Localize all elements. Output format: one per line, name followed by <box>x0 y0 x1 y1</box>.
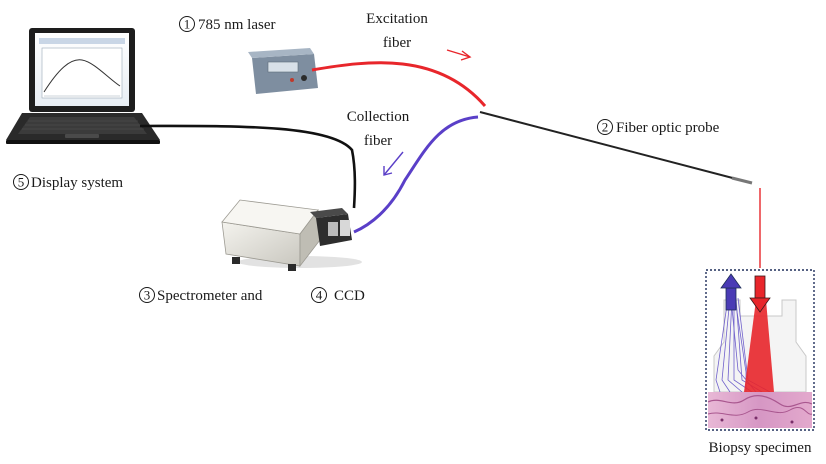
number-badge-2 <box>597 119 613 135</box>
collection-fiber <box>353 115 479 234</box>
ccd-name: CCD <box>334 288 365 304</box>
biopsy-specimen-label: Biopsy specimen <box>709 440 812 456</box>
number-5: 5 <box>18 175 25 190</box>
number-badge-4 <box>311 287 327 303</box>
collection-up-arrow-icon <box>720 273 742 311</box>
spectrometer-ccd-label: 3 Spectrometer and 4 CCD <box>139 287 365 304</box>
display-label: 5 Display system <box>13 174 123 191</box>
number-2: 2 <box>602 120 609 135</box>
laser-unit-icon <box>248 48 318 94</box>
display-name: Display system <box>31 175 123 191</box>
excitation-fiber-label-line2: fiber <box>383 35 411 51</box>
excitation-arrow-icon <box>446 49 472 61</box>
number-3: 3 <box>144 288 151 303</box>
collection-arrow-icon <box>383 151 404 176</box>
spectrometer-name: Spectrometer and <box>157 288 263 304</box>
collection-fiber-label-line2: fiber <box>364 133 392 149</box>
collection-fiber-label-line1: Collection <box>347 109 410 125</box>
ccd-camera-icon <box>310 208 352 246</box>
excitation-down-arrow-icon <box>749 275 771 313</box>
number-1: 1 <box>184 17 191 32</box>
laser-name: 785 nm laser <box>198 17 275 33</box>
probe-name: Fiber optic probe <box>616 120 720 136</box>
biopsy-specimen-inset <box>705 269 815 431</box>
laser-label: 1 785 nm laser <box>179 16 275 33</box>
spectrometer-icon <box>221 199 362 271</box>
number-badge-1 <box>179 16 195 32</box>
number-badge-3 <box>139 287 155 303</box>
excitation-fiber-label-line1: Excitation <box>366 11 428 27</box>
laptop-icon <box>6 28 160 144</box>
number-badge-5 <box>13 174 29 190</box>
probe-label: 2 Fiber optic probe <box>597 119 720 136</box>
excitation-fiber <box>311 61 487 107</box>
data-cable <box>139 124 357 209</box>
fiber-optic-probe <box>479 111 753 185</box>
number-4: 4 <box>316 288 323 303</box>
